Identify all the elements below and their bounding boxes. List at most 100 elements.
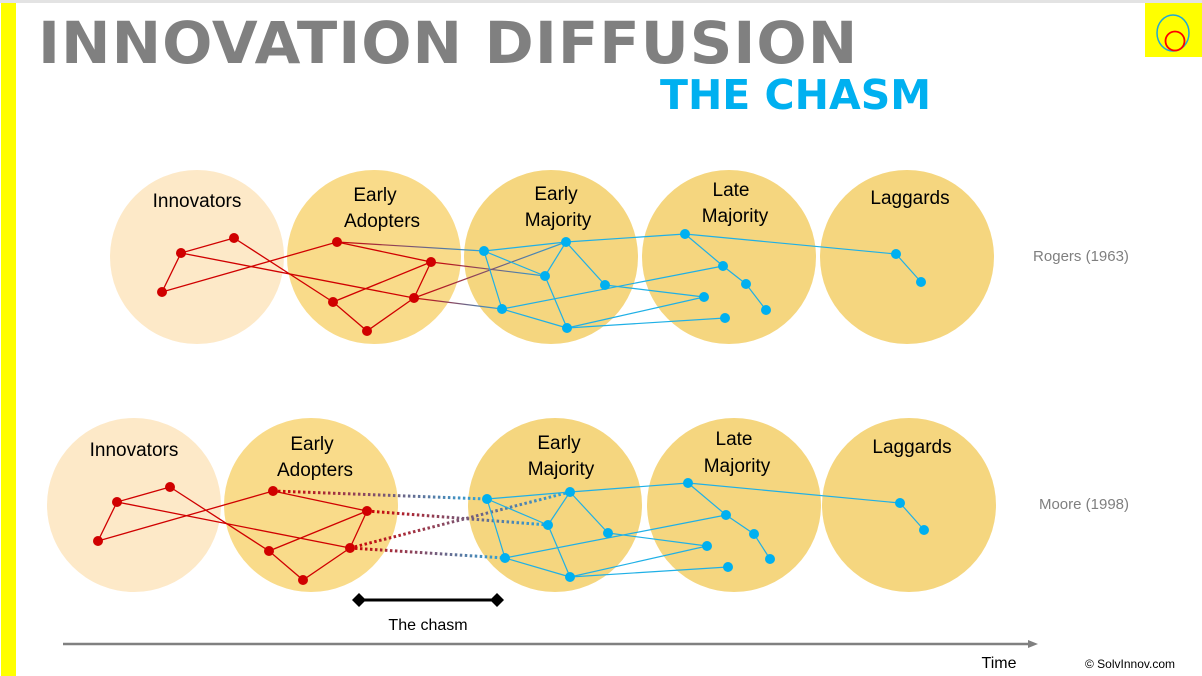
time-axis-label: Time bbox=[982, 655, 1017, 672]
arrow-right-icon bbox=[1028, 640, 1038, 648]
node bbox=[603, 528, 613, 538]
node bbox=[765, 554, 775, 564]
chasm-link bbox=[366, 509, 549, 527]
node bbox=[565, 572, 575, 582]
node bbox=[93, 536, 103, 546]
link bbox=[501, 308, 568, 329]
link bbox=[684, 233, 897, 255]
segment-label-early-majority-1: Early bbox=[537, 433, 581, 454]
link bbox=[547, 524, 571, 578]
segment-label-early-majority-2: Majority bbox=[525, 210, 592, 231]
moore-blue-nodes bbox=[482, 478, 929, 582]
top-border bbox=[0, 0, 1202, 3]
copyright-notice: © SolvInnov.com bbox=[1085, 657, 1175, 671]
rogers-blue-nodes bbox=[479, 229, 926, 333]
node bbox=[683, 478, 693, 488]
node bbox=[916, 277, 926, 287]
node bbox=[362, 326, 372, 336]
node bbox=[426, 257, 436, 267]
node bbox=[165, 482, 175, 492]
segment-label-early-majority-2: Majority bbox=[528, 459, 595, 480]
link bbox=[413, 297, 503, 310]
link bbox=[569, 482, 689, 493]
node bbox=[680, 229, 690, 239]
link bbox=[565, 233, 686, 243]
link bbox=[544, 241, 567, 277]
node bbox=[328, 297, 338, 307]
link bbox=[430, 261, 546, 277]
link bbox=[504, 557, 571, 578]
segment-circle-laggards bbox=[822, 418, 996, 592]
node bbox=[895, 498, 905, 508]
node bbox=[721, 510, 731, 520]
link bbox=[486, 498, 549, 526]
node bbox=[345, 543, 355, 553]
link bbox=[566, 317, 726, 329]
node bbox=[749, 529, 759, 539]
segment-label-late-majority-1: Late bbox=[713, 180, 750, 201]
node bbox=[702, 541, 712, 551]
node bbox=[699, 292, 709, 302]
segment-label-laggards: Laggards bbox=[870, 188, 949, 209]
node bbox=[741, 279, 751, 289]
link bbox=[899, 502, 925, 531]
chasm-span-end-diamond-icon bbox=[490, 593, 504, 607]
link bbox=[483, 241, 567, 252]
node bbox=[718, 261, 728, 271]
chasm-span-marker bbox=[352, 593, 504, 607]
link bbox=[569, 566, 729, 578]
segment-label-early-adopters-1: Early bbox=[353, 185, 397, 206]
link bbox=[486, 491, 571, 500]
link bbox=[569, 545, 708, 578]
link bbox=[687, 482, 727, 516]
moore-red-nodes bbox=[93, 482, 372, 585]
link bbox=[483, 250, 503, 310]
link bbox=[180, 252, 415, 299]
segment-label-laggards: Laggards bbox=[872, 437, 951, 458]
segment-label-early-adopters-2: Adopters bbox=[277, 460, 353, 481]
rogers-red-nodes bbox=[157, 233, 436, 336]
node bbox=[919, 525, 929, 535]
segment-circle-innovators bbox=[110, 170, 284, 344]
node bbox=[298, 575, 308, 585]
node bbox=[723, 562, 733, 572]
segment-label-early-adopters-2: Adopters bbox=[344, 211, 420, 232]
time-axis bbox=[63, 640, 1038, 648]
rogers-model: Innovators Early Adopters Early Majority… bbox=[110, 170, 1129, 344]
segment-label-early-adopters-1: Early bbox=[290, 434, 334, 455]
link bbox=[501, 265, 724, 310]
node bbox=[540, 271, 550, 281]
link bbox=[565, 241, 606, 286]
segment-circle-late-majority bbox=[647, 418, 821, 592]
reference-label-moore: Moore (1998) bbox=[1039, 496, 1129, 513]
link bbox=[569, 491, 609, 534]
link bbox=[895, 253, 922, 283]
link bbox=[544, 275, 568, 329]
slide-title: INNOVATION DIFFUSION bbox=[38, 9, 859, 77]
segment-circle-late-majority bbox=[642, 170, 816, 344]
segment-label-early-majority-1: Early bbox=[534, 184, 578, 205]
segment-label-innovators: Innovators bbox=[90, 440, 179, 461]
accent-bar bbox=[1, 3, 16, 676]
logo bbox=[1145, 3, 1202, 57]
link bbox=[233, 237, 334, 303]
link bbox=[607, 532, 708, 547]
link bbox=[684, 233, 724, 267]
node bbox=[157, 287, 167, 297]
node bbox=[600, 280, 610, 290]
node bbox=[562, 323, 572, 333]
segment-label-late-majority-2: Majority bbox=[704, 456, 771, 477]
segment-circle-early-majority bbox=[468, 418, 642, 592]
rogers-blue-links bbox=[483, 233, 922, 329]
link bbox=[604, 284, 705, 298]
node bbox=[112, 497, 122, 507]
node bbox=[176, 248, 186, 258]
segment-circle-laggards bbox=[820, 170, 994, 344]
link bbox=[483, 250, 546, 277]
node bbox=[497, 304, 507, 314]
node bbox=[561, 237, 571, 247]
logo-inner-circle bbox=[1164, 30, 1186, 52]
node bbox=[362, 506, 372, 516]
chasm-link bbox=[272, 489, 488, 501]
